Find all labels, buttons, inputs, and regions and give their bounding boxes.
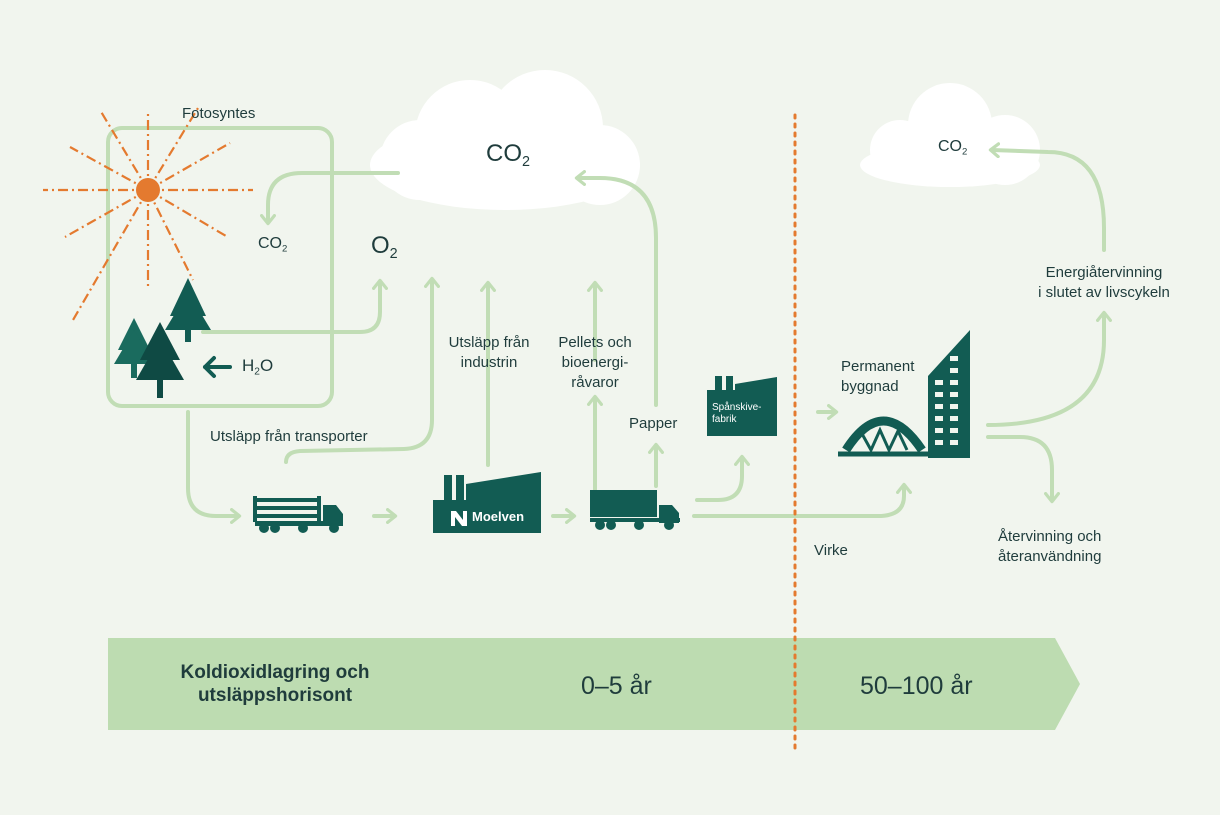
- timeline-band: [108, 638, 1080, 730]
- moelven-logo-text: Moelven: [472, 509, 525, 524]
- sun-core: [136, 178, 160, 202]
- industry-emissions-label: Utsläpp från industrin: [448, 334, 530, 371]
- sun-icon: [43, 107, 253, 321]
- photosynthesis-label: Fotosyntes: [182, 105, 256, 122]
- building-icon: [928, 330, 970, 458]
- permanent-building-label: Permanent byggnad: [841, 358, 915, 395]
- pellets-label: Pellets och bioenergi- råvaror: [558, 334, 632, 391]
- timber-label: Virke: [814, 542, 848, 559]
- factory-icon: [433, 472, 541, 533]
- band-title: Koldioxidlagring och utsläppshorisont: [180, 662, 370, 706]
- o2-label: O2: [371, 232, 398, 263]
- bridge-icon: [838, 416, 930, 457]
- water-arrow-icon: [203, 356, 232, 378]
- log-truck-icon: [253, 496, 343, 533]
- tree-icon: [114, 278, 211, 398]
- recycling-label: Återvinning och återanvändning: [998, 528, 1102, 565]
- flow-arrows: [186, 142, 1112, 524]
- paper-label: Papper: [629, 415, 678, 432]
- container-truck-icon: [590, 490, 680, 530]
- band-period-long: 50–100 år: [860, 672, 973, 700]
- chipboard-factory-icon: [707, 376, 777, 436]
- cloud-icon: [370, 70, 640, 210]
- h2o-label: H2O: [242, 356, 274, 378]
- chipboard-label: Spånskive- fabrik: [712, 402, 762, 425]
- photosynthesis-box: [106, 126, 334, 408]
- band-period-short: 0–5 år: [581, 672, 652, 700]
- co2-small-label: CO2: [258, 235, 288, 255]
- energy-recovery-label: Energiåtervinning i slutet av livscykeln: [1038, 264, 1170, 301]
- co2-main-label: CO2: [486, 140, 531, 171]
- transport-emissions-label: Utsläpp från transporter: [210, 428, 368, 445]
- co2-right-label: CO2: [938, 138, 968, 158]
- cloud-right-icon: [860, 83, 1040, 187]
